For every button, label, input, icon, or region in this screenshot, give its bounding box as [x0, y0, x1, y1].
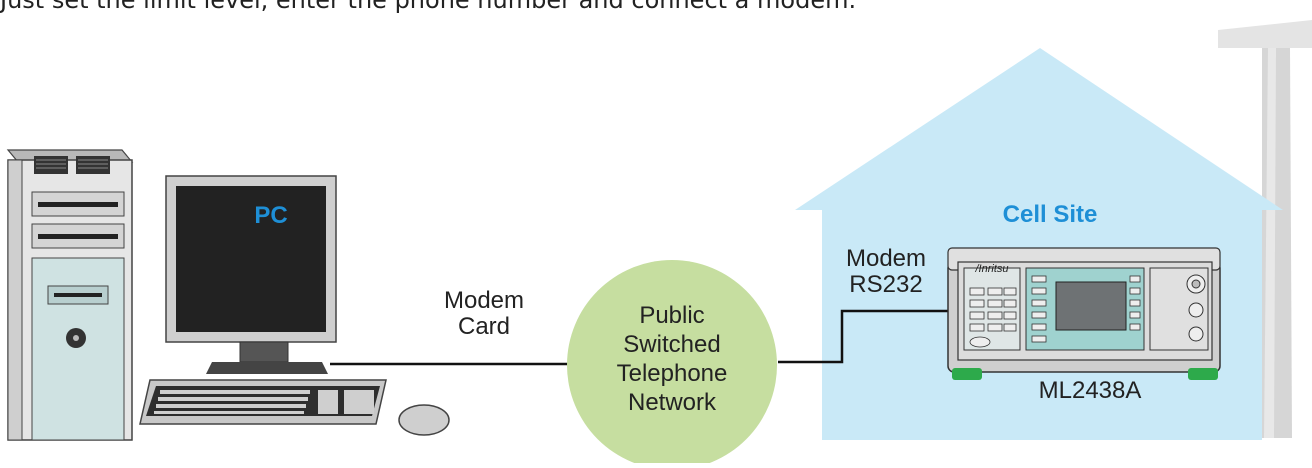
ml2438a-instrument: [947, 247, 1221, 380]
mouse-icon: [398, 404, 450, 436]
pstn-line3: Telephone: [616, 360, 728, 387]
pc-label: PC: [254, 202, 288, 229]
keyboard-icon: [139, 379, 387, 425]
modem-card-line1: Modem: [443, 287, 525, 314]
modem-card-label: Modem Card: [424, 288, 544, 340]
radio-tower-icon: [1218, 20, 1312, 438]
caption-text: Just set the limit level, enter the phon…: [0, 0, 857, 14]
cell-site-label: Cell Site: [1002, 201, 1098, 228]
pstn-label: Public Switched Telephone Network: [592, 301, 752, 417]
pstn-line4: Network: [627, 389, 717, 416]
connection-line: [330, 309, 955, 366]
pstn-line1: Public: [639, 302, 705, 329]
instrument-brand-label: /Inritsu: [975, 263, 1009, 275]
modem-card-line2: Card: [457, 313, 511, 340]
modem-rs232-label: Modem RS232: [826, 246, 946, 298]
instrument-model-label: ML2438A: [1038, 377, 1142, 404]
monitor-icon: [165, 175, 337, 374]
modem-rs232-line2: RS232: [849, 271, 923, 298]
pstn-cloud: [567, 260, 777, 468]
modem-rs232-line1: Modem: [845, 245, 927, 272]
pstn-line2: Switched: [623, 331, 721, 358]
pc-tower-icon: [6, 149, 134, 441]
